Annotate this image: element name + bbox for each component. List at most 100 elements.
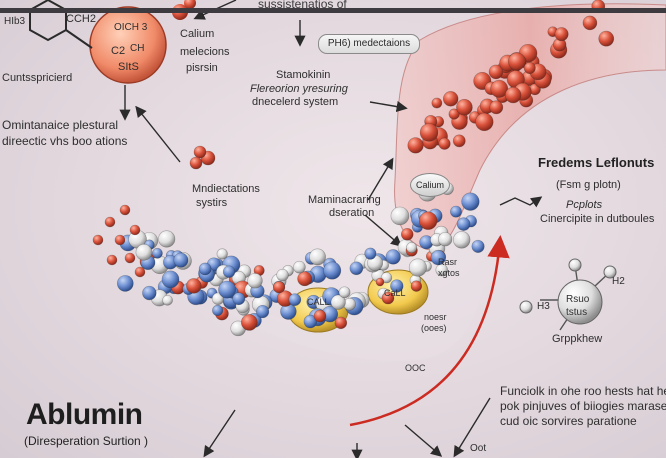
red-molecule bbox=[438, 137, 451, 150]
formula-side-label: HIb3 bbox=[4, 16, 26, 27]
stamokinin-label: Stamokinin bbox=[276, 69, 331, 81]
fleroerion-label: Flereorion yresuring bbox=[250, 83, 348, 95]
red-molecule bbox=[418, 211, 438, 230]
blue-molecule bbox=[218, 280, 237, 299]
maminacraring-label: Maminacraring bbox=[308, 194, 381, 206]
red-molecule bbox=[189, 156, 203, 170]
h2-label: H2 bbox=[612, 276, 625, 287]
white-molecule bbox=[438, 232, 453, 247]
ih3-label: H3 bbox=[537, 301, 550, 312]
rasr-label: Rasr bbox=[438, 257, 458, 267]
blue-molecule bbox=[349, 261, 364, 276]
blue-molecule bbox=[461, 192, 480, 211]
red-molecule bbox=[410, 280, 423, 292]
red-molecule bbox=[598, 30, 615, 47]
network-node bbox=[603, 265, 617, 279]
red-molecule bbox=[452, 134, 466, 148]
red-molecule bbox=[523, 62, 536, 74]
left-note-2: direectic vhs boo ations bbox=[2, 134, 128, 148]
red-molecule bbox=[193, 145, 207, 159]
left-note-1: Omintanaice plestural bbox=[2, 118, 119, 132]
red-molecule bbox=[92, 234, 104, 246]
blue-molecule bbox=[222, 265, 236, 278]
white-molecule bbox=[216, 248, 228, 260]
bottom-right-note-3: cud oic sorvires paratione bbox=[500, 414, 637, 428]
xgtos-label: xgtos bbox=[438, 268, 460, 278]
blue-molecule bbox=[323, 261, 342, 280]
formula-line-2: C2 bbox=[111, 45, 126, 57]
red-molecule bbox=[400, 228, 414, 241]
blue-molecule bbox=[161, 270, 180, 289]
blue-molecule bbox=[385, 249, 401, 265]
red-molecule bbox=[240, 314, 258, 331]
red-molecule bbox=[554, 27, 569, 42]
red-molecule bbox=[508, 52, 526, 71]
top-divider-bar bbox=[0, 8, 666, 13]
blue-molecule bbox=[142, 285, 157, 301]
red-molecule bbox=[272, 281, 286, 294]
red-molecule bbox=[134, 266, 146, 278]
pointer-arrow bbox=[367, 157, 394, 201]
occ-label: OOC bbox=[405, 363, 426, 373]
blue-molecule bbox=[173, 252, 189, 268]
cinercipite-label: Cinercipite in dutboules bbox=[540, 213, 655, 225]
white-molecule bbox=[162, 294, 173, 306]
noesr-label: noesr bbox=[424, 312, 447, 322]
call-label-2: CaLL bbox=[384, 288, 406, 298]
dnecelerd-label: dnecelerd system bbox=[252, 96, 339, 108]
blue-molecule bbox=[232, 292, 246, 306]
grppkhew-label: Grppkhew bbox=[552, 333, 603, 345]
red-molecule bbox=[104, 216, 116, 228]
melecions-label: melecions bbox=[180, 46, 230, 58]
red-molecule bbox=[381, 291, 395, 305]
tstus-label: tstus bbox=[566, 307, 588, 318]
blue-molecule bbox=[151, 247, 163, 259]
red-molecule bbox=[119, 204, 131, 216]
red-molecule bbox=[490, 79, 509, 98]
bottom-right-note-2: pok pinjuves of biiogies marase bbox=[500, 399, 666, 413]
red-molecule bbox=[475, 112, 494, 132]
white-molecule bbox=[408, 258, 427, 277]
red-molecule bbox=[114, 234, 126, 246]
red-flow-arrow bbox=[349, 235, 510, 427]
red-molecule bbox=[489, 100, 504, 115]
red-molecule bbox=[419, 123, 439, 142]
blue-molecule bbox=[198, 262, 212, 276]
blue-molecule bbox=[450, 205, 462, 218]
bond-line bbox=[65, 29, 93, 49]
formula-inner: OICH 3 bbox=[114, 22, 148, 33]
red-molecule bbox=[442, 91, 459, 107]
fredems-heading: Fredems Leflonuts bbox=[538, 155, 655, 170]
white-molecule bbox=[276, 268, 289, 282]
white-molecule bbox=[452, 231, 471, 249]
red-molecule bbox=[448, 108, 460, 120]
header-title: sussistenatios of bbox=[258, 0, 347, 11]
noesr-sub-label: (ooes) bbox=[421, 323, 447, 333]
white-molecule bbox=[309, 248, 326, 266]
red-molecule bbox=[431, 97, 443, 109]
white-molecule bbox=[380, 272, 393, 284]
pisrsin-label: pisrsin bbox=[186, 62, 218, 74]
pointer-arrow bbox=[135, 105, 181, 163]
red-molecule bbox=[488, 64, 504, 80]
red-molecule bbox=[313, 309, 327, 323]
red-molecule bbox=[504, 86, 522, 104]
calium-label: Calium bbox=[180, 28, 215, 40]
red-molecule bbox=[106, 254, 118, 266]
pointer-arrow bbox=[499, 196, 543, 208]
red-molecule bbox=[124, 252, 136, 264]
blue-molecule bbox=[364, 247, 377, 260]
pointer-arrow bbox=[369, 101, 408, 113]
pcplots-label: Pcplots bbox=[566, 199, 603, 211]
red-molecule bbox=[582, 15, 598, 31]
red-molecule bbox=[297, 271, 313, 287]
formula-line-1: CCH2 bbox=[66, 13, 96, 25]
bottom-tiny-label: Oot bbox=[470, 443, 487, 454]
white-molecule bbox=[330, 294, 346, 310]
network-node bbox=[519, 300, 533, 314]
red-molecule bbox=[184, 0, 196, 9]
pointer-arrow bbox=[453, 397, 491, 458]
blue-molecule bbox=[430, 249, 446, 266]
fsm-plot-label: (Fsm g plotn) bbox=[556, 179, 621, 191]
main-title: Ablumin bbox=[26, 398, 143, 431]
